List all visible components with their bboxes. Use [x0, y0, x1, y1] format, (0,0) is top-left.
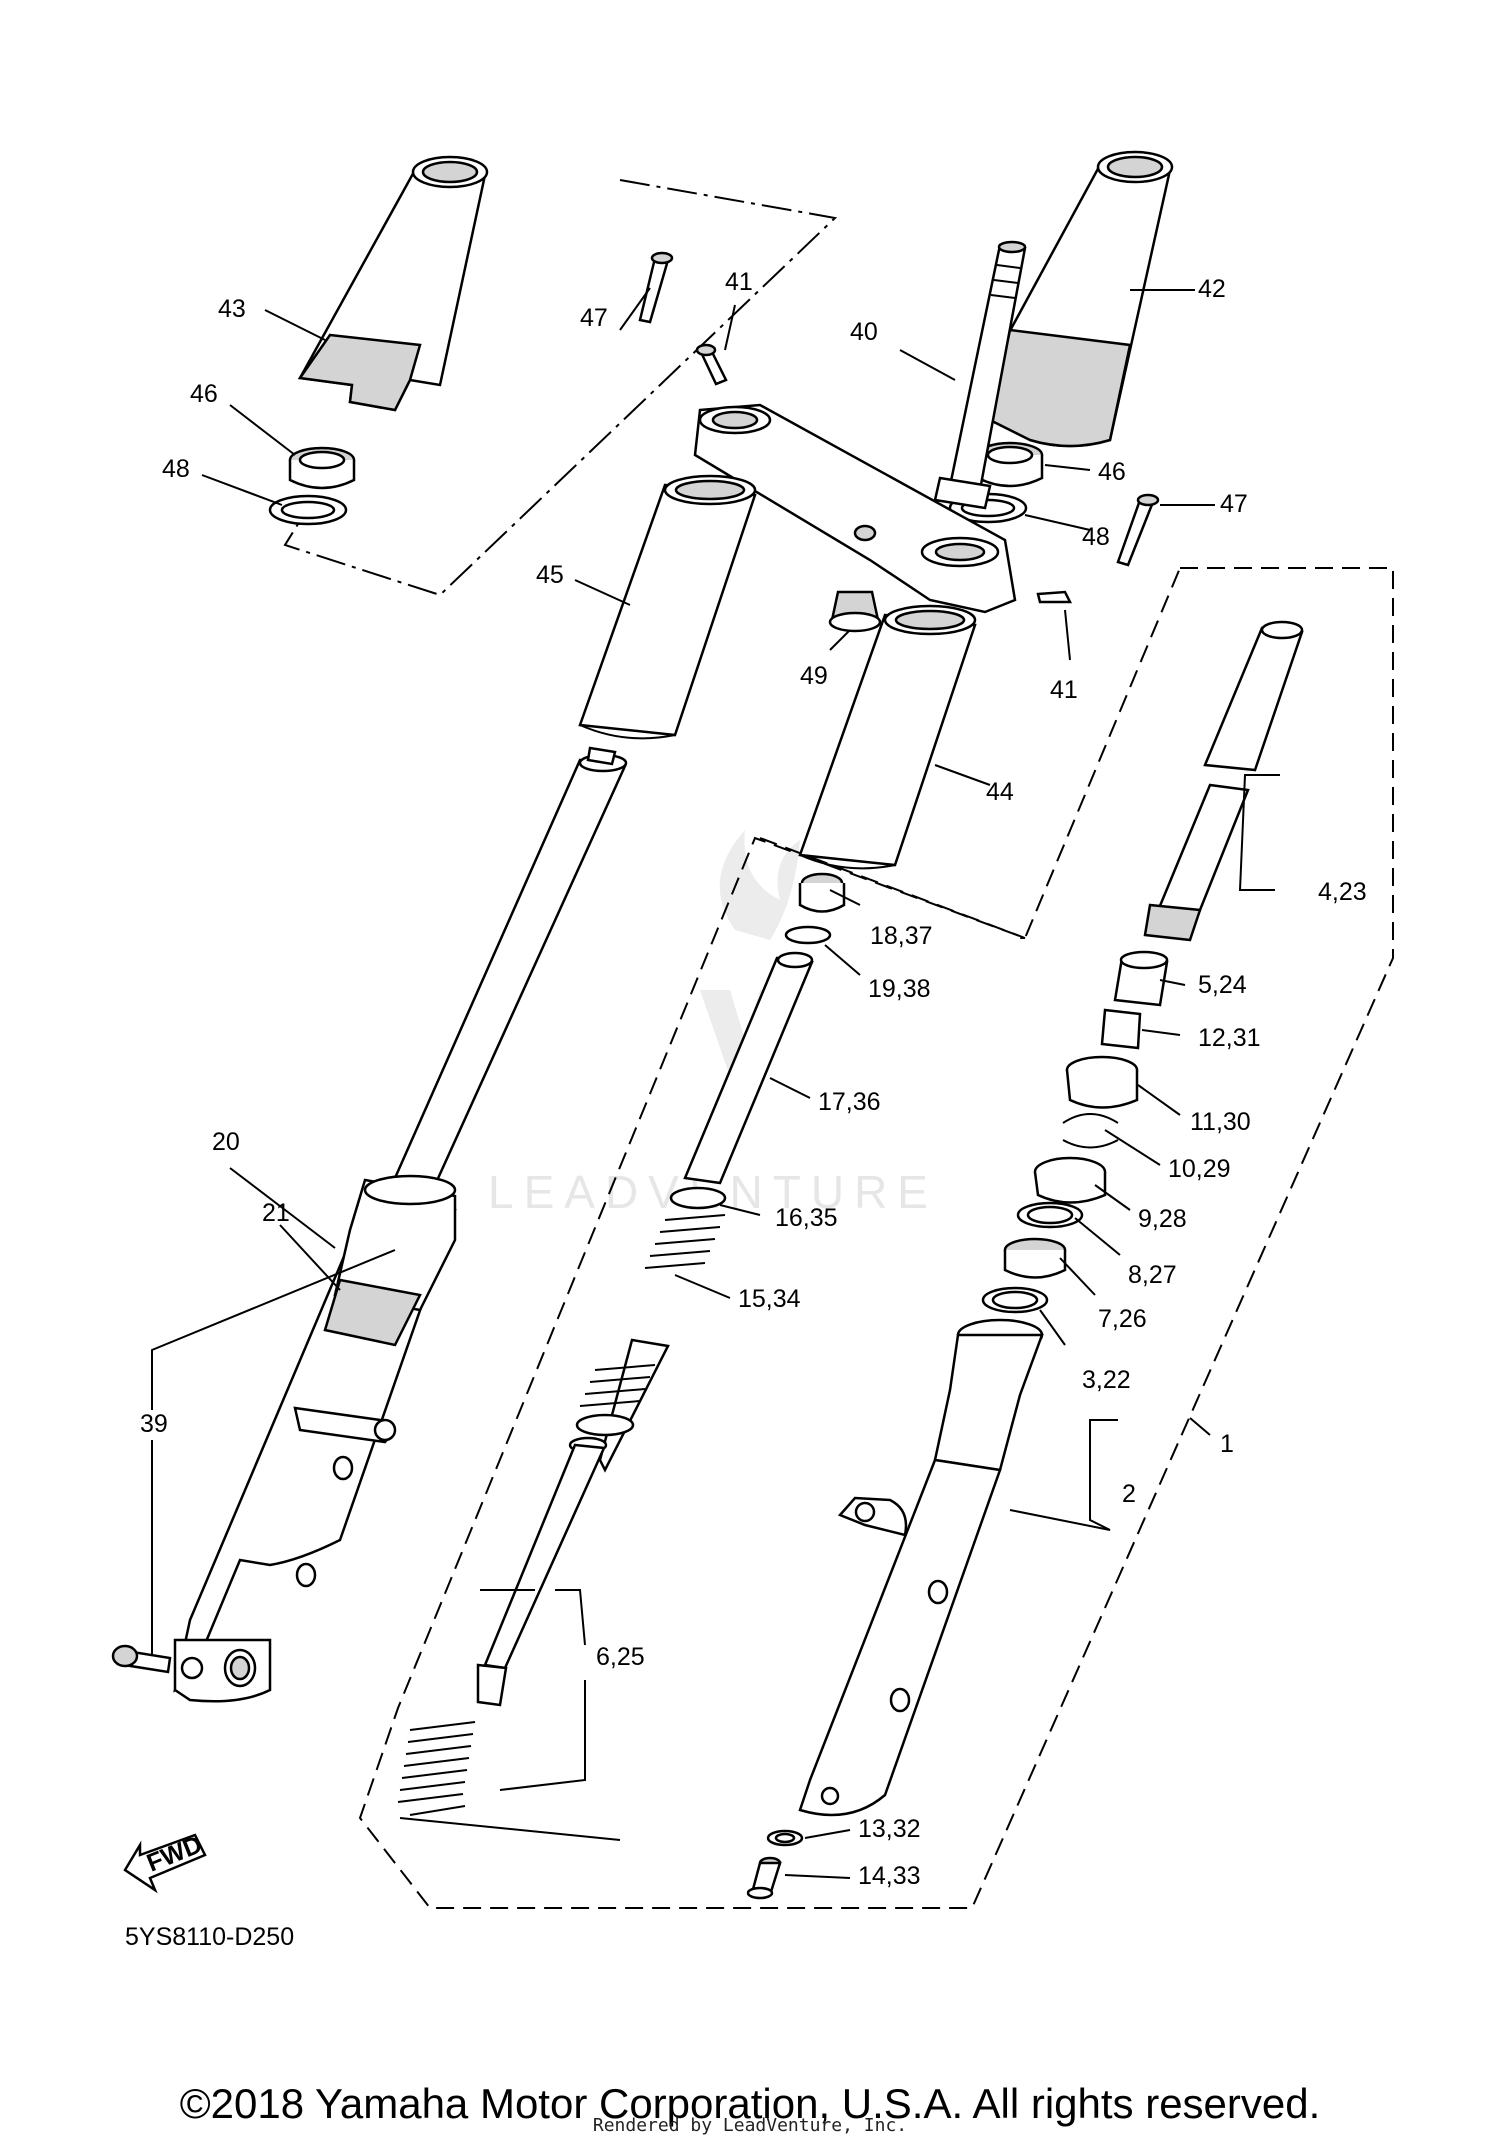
callout-3-22: 3,22 — [1082, 1366, 1131, 1394]
rendered-by: Rendered by LeadVenture, Inc. — [592, 2115, 908, 2136]
tube-45 — [578, 474, 757, 740]
callout-6-25: 6,25 — [596, 1643, 645, 1671]
callout-48-left: 48 — [162, 455, 190, 483]
bolt-41-right — [1036, 590, 1073, 604]
bolt-39 — [111, 1644, 204, 1680]
callout-8-27: 8,27 — [1128, 1261, 1177, 1289]
callout-19-38: 19,38 — [868, 975, 931, 1003]
callout-17-36: 17,36 — [818, 1088, 881, 1116]
callout-41-bottom: 41 — [1050, 676, 1078, 704]
oil-seal — [1033, 1156, 1107, 1204]
nut-left — [288, 446, 356, 490]
tube-44 — [798, 604, 977, 870]
diagram-code: 5YS8110-D250 — [125, 1923, 294, 1951]
callout-4-23: 4,23 — [1318, 878, 1367, 906]
slide-bush — [1113, 950, 1169, 1007]
callout-44: 44 — [986, 778, 1014, 806]
bolt-47-right — [1116, 493, 1160, 567]
leader-lines — [151, 287, 1280, 1879]
outer-tube-right — [798, 1318, 1044, 1817]
callout-5-24: 5,24 — [1198, 971, 1247, 999]
spacer-tube — [683, 951, 814, 1185]
bolt-14 — [746, 1856, 782, 1900]
callout-2: 2 — [1122, 1480, 1136, 1508]
bolt-41-left — [695, 343, 728, 386]
callout-41-top: 41 — [725, 268, 753, 296]
callout-45: 45 — [536, 561, 564, 589]
washer-13 — [766, 1829, 804, 1847]
callout-13-32: 13,32 — [858, 1815, 921, 1843]
copyright-notice: ©2018 Yamaha Motor Corporation, U.S.A. A… — [179, 2080, 1321, 2127]
callout-20: 20 — [212, 1128, 240, 1156]
cap-bolt — [784, 872, 846, 945]
inner-tube-right — [1143, 620, 1304, 942]
callout-18-37: 18,37 — [870, 922, 933, 950]
callout-39: 39 — [140, 1410, 168, 1438]
callout-21: 21 — [262, 1199, 290, 1227]
callout-12-31: 12,31 — [1198, 1024, 1261, 1052]
boundary-damper-assembly — [759, 837, 1026, 939]
callout-9-28: 9,28 — [1138, 1205, 1187, 1233]
fork-cover-right — [988, 150, 1174, 448]
callout-48-right: 48 — [1082, 523, 1110, 551]
callout-49: 49 — [800, 662, 828, 690]
callout-47-right: 47 — [1220, 490, 1248, 518]
callout-1: 1 — [1220, 1430, 1234, 1458]
inner-tube-left — [393, 746, 628, 1187]
fwd-label: FWD — [143, 1830, 206, 1877]
outer-tube-left — [173, 1174, 457, 1703]
callout-42: 42 — [1198, 275, 1226, 303]
guide-bush — [1100, 1008, 1142, 1050]
callout-7-26: 7,26 — [1098, 1305, 1147, 1333]
retaining-clip — [1062, 1113, 1119, 1149]
bracket-upper-assembly — [283, 179, 838, 597]
callout-15-34: 15,34 — [738, 1285, 801, 1313]
callout-11-30: 11,30 — [1190, 1108, 1251, 1136]
callout-16-35: 16,35 — [775, 1204, 838, 1232]
nut-49 — [828, 590, 882, 633]
callout-14-33: 14,33 — [858, 1862, 921, 1890]
callout-47-left: 47 — [580, 304, 608, 332]
spring-upper — [579, 1186, 727, 1473]
callout-40: 40 — [850, 318, 878, 346]
callout-labels: 43 46 48 47 41 40 42 46 47 48 41 49 45 4… — [140, 268, 1367, 1890]
steering-stem — [933, 240, 1027, 510]
circlip — [575, 1413, 635, 1437]
fwd-arrow-icon: FWD — [123, 1830, 207, 1894]
callout-43: 43 — [218, 295, 246, 323]
washer-left — [268, 494, 348, 526]
dust-seal — [981, 1286, 1049, 1314]
callout-46-left: 46 — [190, 380, 218, 408]
damper-rod — [476, 1436, 608, 1707]
oil-lock-piece — [1065, 1055, 1139, 1109]
upper-bracket — [693, 403, 1017, 614]
callout-10-29: 10,29 — [1168, 1155, 1231, 1183]
bolt-47-left — [638, 251, 674, 324]
bush-7 — [1003, 1237, 1067, 1279]
fork-cover-left — [297, 155, 489, 412]
spring-lower — [397, 1721, 476, 1816]
washer-8 — [1016, 1201, 1084, 1229]
callout-46-right: 46 — [1098, 458, 1126, 486]
